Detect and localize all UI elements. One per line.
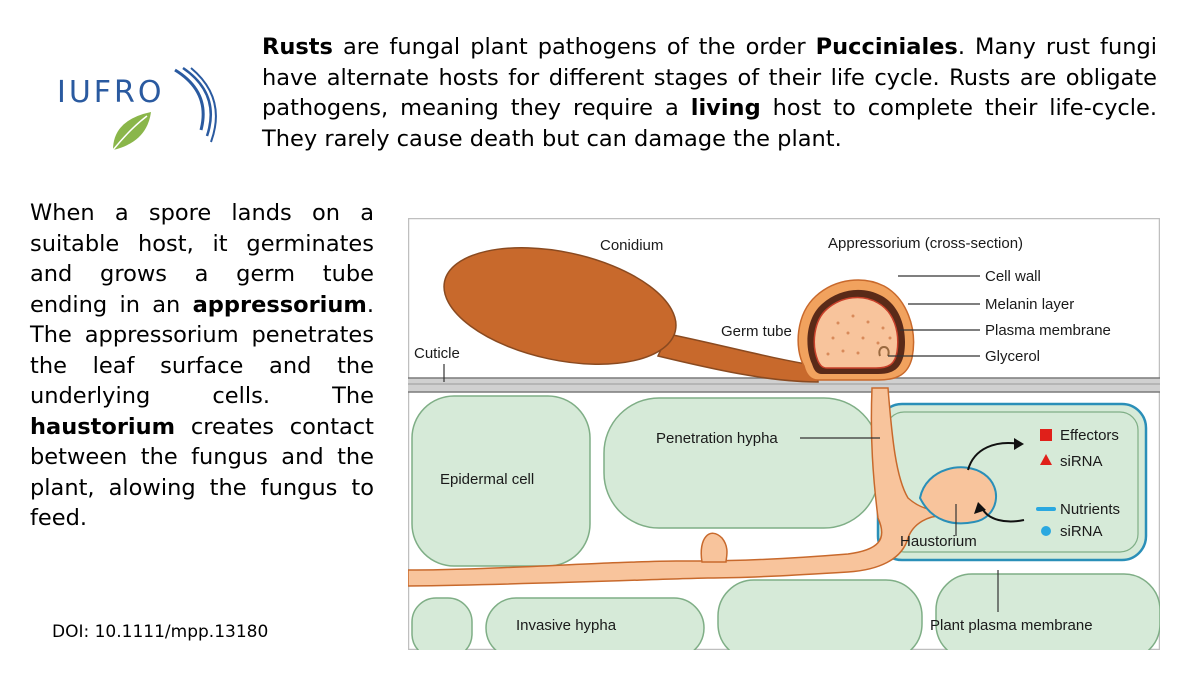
- lower-cell-1: [411, 597, 473, 659]
- effectors-square-icon: [1040, 429, 1052, 441]
- label-germ-tube: Germ tube: [721, 323, 792, 340]
- label-haustorium: Haustorium: [900, 533, 977, 550]
- epidermal-cell-middle: [603, 397, 880, 529]
- logo-text: IUFRO: [57, 75, 165, 110]
- label-conidium: Conidium: [600, 237, 663, 254]
- lower-cell-3: [717, 579, 923, 661]
- term-living: living: [690, 95, 761, 121]
- sirna-triangle-icon: [1040, 454, 1052, 465]
- nutrient-arrow: [981, 507, 1025, 523]
- label-plant-plasma-membrane: Plant plasma membrane: [930, 617, 1093, 634]
- intro-paragraph: Rusts are fungal plant pathogens of the …: [262, 32, 1157, 154]
- hypha-branch: [700, 532, 728, 563]
- term-pucciniales: Pucciniales: [815, 34, 958, 60]
- term-haustorium: haustorium: [30, 413, 176, 440]
- label-sirna-in: siRNA: [1060, 523, 1103, 540]
- side-paragraph: When a spore lands on a suitable host, i…: [30, 198, 374, 534]
- label-melanin-layer: Melanin layer: [985, 296, 1074, 313]
- term-rusts: Rusts: [262, 34, 333, 60]
- term-appressorium: appressorium: [192, 291, 367, 318]
- invasive-hypha: [407, 387, 991, 587]
- label-glycerol: Glycerol: [985, 348, 1040, 365]
- lower-cell-4: [935, 573, 1161, 661]
- conidium: [443, 247, 677, 365]
- intro-text-1: are fungal plant pathogens of the order: [332, 34, 816, 60]
- side-text-1: When a spore lands on a suitable host, i…: [30, 200, 374, 318]
- nutrients-dash-icon: [1036, 507, 1056, 511]
- iufro-logo-graphic: IUFRO: [57, 66, 217, 151]
- label-nutrients: Nutrients: [1060, 501, 1120, 518]
- label-epidermal-cell: Epidermal cell: [440, 471, 534, 488]
- intro-text-3: host to complete their life-cycle. They …: [262, 95, 1157, 152]
- label-effectors: Effectors: [1060, 427, 1119, 444]
- doi-citation: DOI: 10.1111/mpp.13180: [52, 622, 269, 642]
- glycerol-dots: [826, 314, 892, 356]
- intro-text-2: . Many rust fungi have alternate hosts f…: [262, 34, 1157, 121]
- label-plasma-membrane: Plasma membrane: [985, 322, 1111, 339]
- iufro-logo: IUFRO: [55, 62, 220, 157]
- side-text-2: . The appressorium penetrates the leaf s…: [30, 291, 374, 410]
- label-penetration-hypha: Penetration hypha: [656, 430, 778, 447]
- appressorium-interior: [813, 296, 899, 369]
- side-text-3: creates contact between the fungus and t…: [30, 413, 374, 532]
- effector-arrow: [967, 442, 1021, 471]
- epidermal-cell-left: [411, 395, 591, 567]
- label-cuticle: Cuticle: [414, 345, 460, 362]
- sirna-circle-icon: [1041, 526, 1051, 536]
- germ-tube: [656, 333, 819, 383]
- label-sirna-out: siRNA: [1060, 453, 1103, 470]
- rust-infection-diagram: Conidium Appressorium (cross-section) Ce…: [407, 217, 1161, 661]
- label-cell-wall: Cell wall: [985, 268, 1041, 285]
- cuticle-layer: [408, 378, 1160, 392]
- label-appressorium: Appressorium (cross-section): [828, 235, 1023, 252]
- label-invasive-hypha: Invasive hypha: [516, 617, 617, 634]
